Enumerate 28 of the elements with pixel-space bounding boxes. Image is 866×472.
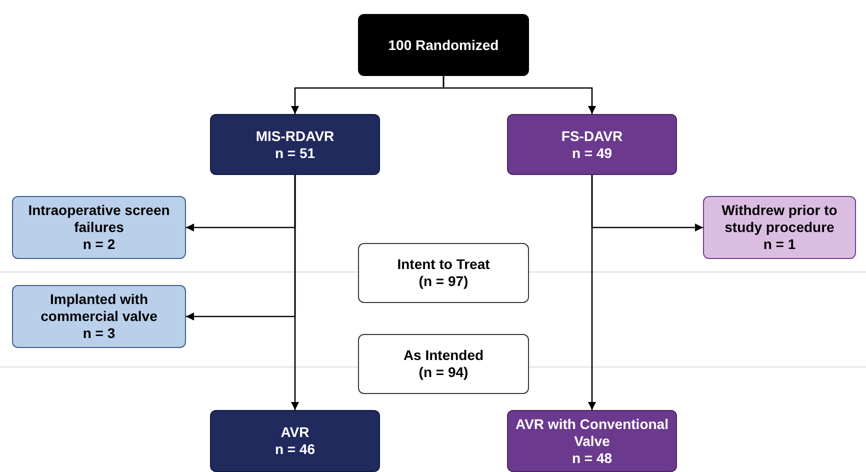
flow-box bbox=[703, 196, 856, 259]
flow-box bbox=[507, 410, 677, 472]
box-title: AVR bbox=[280, 424, 310, 441]
flow-box bbox=[12, 285, 186, 348]
flow-box bbox=[358, 14, 529, 76]
count-text: n = 2 bbox=[82, 236, 116, 253]
arrow bbox=[442, 76, 596, 114]
count-text: (n = 94) bbox=[418, 364, 468, 381]
count-text: n = 49 bbox=[572, 144, 612, 162]
flow-box bbox=[12, 196, 186, 259]
flow-box bbox=[210, 114, 380, 175]
box-title: 100 Randomized bbox=[388, 36, 499, 54]
box-title: MIS-RDAVR bbox=[256, 128, 334, 144]
flow-box bbox=[358, 334, 529, 394]
count-text: n = 46 bbox=[274, 441, 316, 458]
count-text: n = 1 bbox=[763, 236, 796, 253]
count-text: (n = 97) bbox=[418, 273, 468, 290]
box-title: Intent to Treat bbox=[397, 256, 490, 273]
flow-box bbox=[507, 114, 677, 175]
flow-box bbox=[358, 243, 529, 303]
count-text: n = 51 bbox=[274, 144, 316, 162]
arrow bbox=[291, 175, 299, 410]
flow-box bbox=[210, 410, 380, 472]
box-title: FS-DAVR bbox=[561, 128, 623, 144]
count-text: n = 48 bbox=[572, 450, 612, 466]
arrow bbox=[588, 175, 596, 410]
box-title: As Intended bbox=[403, 347, 484, 364]
count-text: n = 3 bbox=[82, 325, 116, 342]
